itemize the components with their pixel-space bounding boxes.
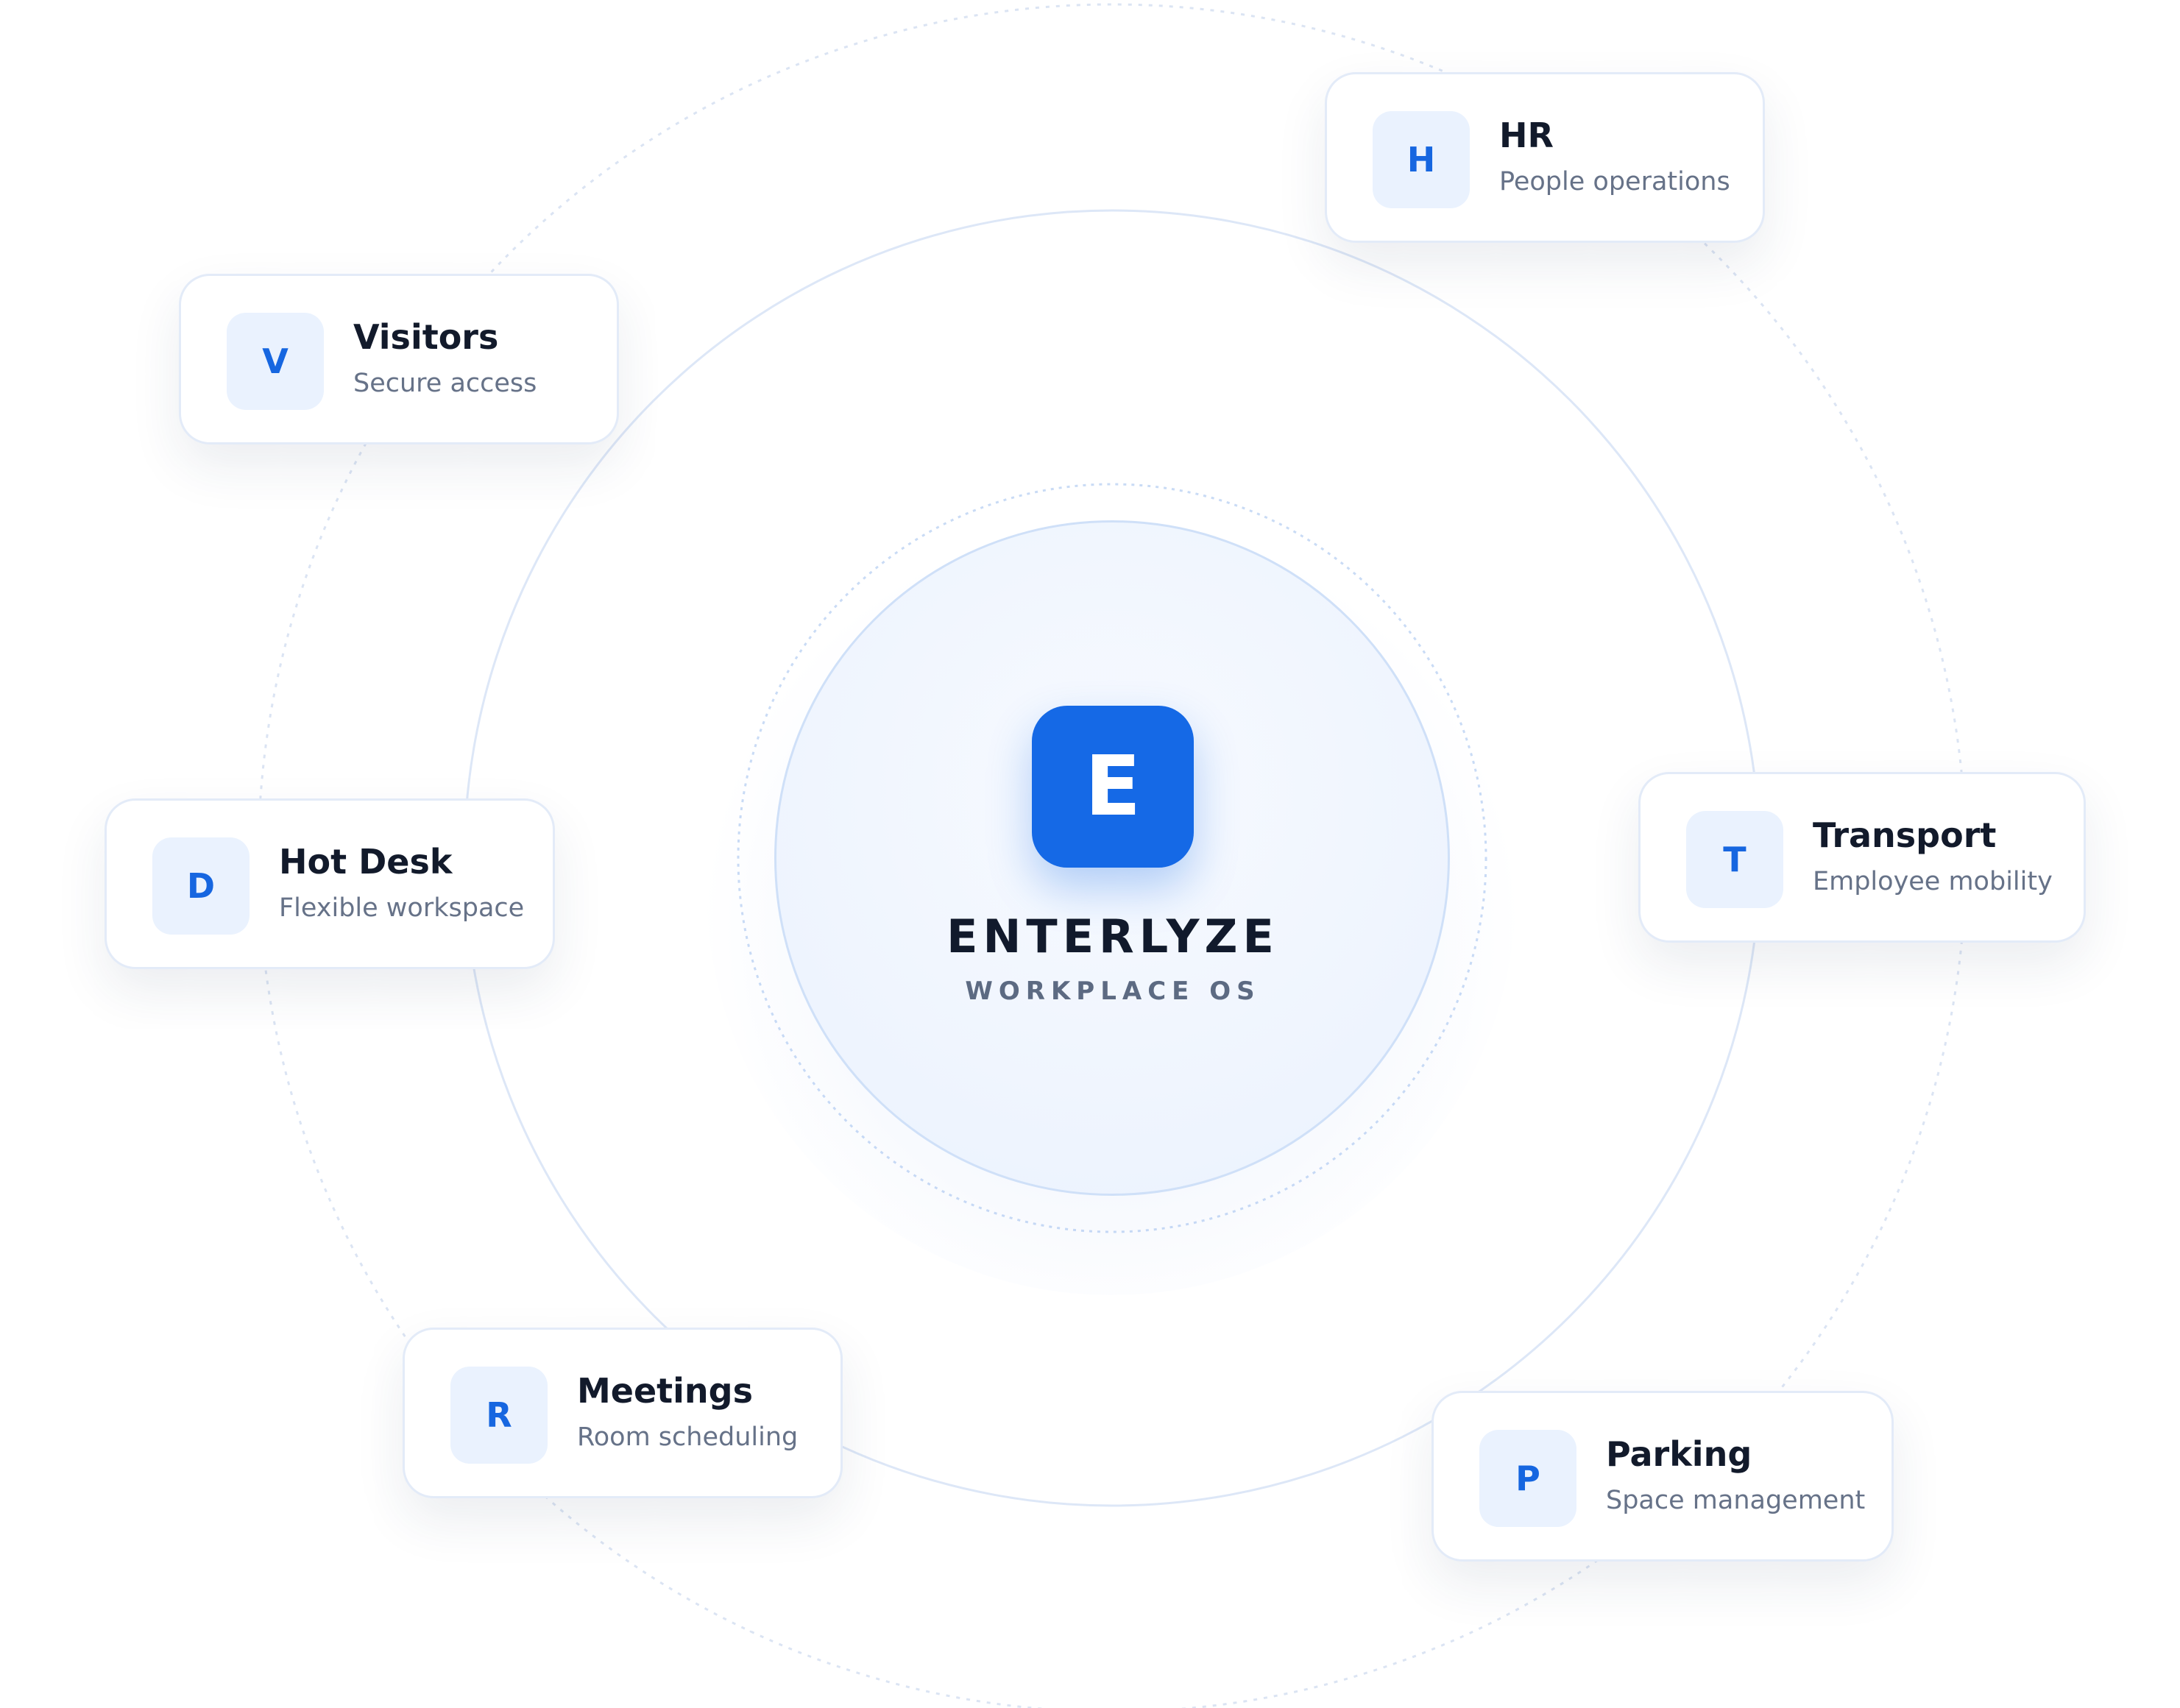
module-title: Parking — [1606, 1434, 1752, 1474]
module-description: Employee mobility — [1813, 867, 2053, 896]
module-description: Flexible workspace — [279, 893, 525, 923]
logo-letter: E — [1084, 739, 1142, 834]
module-card-parking[interactable]: P Parking Space management — [1431, 1391, 1894, 1562]
module-card-visitors[interactable]: V Visitors Secure access — [179, 274, 619, 444]
module-title: Transport — [1813, 815, 1997, 855]
module-card-hot-desk[interactable]: D Hot Desk Flexible workspace — [105, 798, 555, 969]
hr-badge-icon: H — [1373, 111, 1470, 208]
enterlyze-logo-tile: E — [1032, 706, 1194, 868]
module-title: Visitors — [353, 317, 499, 357]
transport-badge-icon: T — [1686, 811, 1783, 908]
module-description: Secure access — [353, 369, 537, 398]
module-description: Room scheduling — [577, 1422, 799, 1452]
module-card-hr[interactable]: H HR People operations — [1325, 72, 1765, 243]
inner-dashed-ring — [737, 483, 1487, 1233]
module-description: People operations — [1499, 167, 1730, 196]
visitors-badge-icon: V — [227, 313, 324, 410]
hot-desk-badge-icon: D — [152, 837, 250, 935]
meetings-badge-icon: R — [450, 1367, 548, 1464]
brand-tagline: WORKPLACE OS — [965, 977, 1261, 1006]
module-card-transport[interactable]: T Transport Employee mobility — [1638, 772, 2086, 943]
module-title: HR — [1499, 116, 1554, 155]
brand-name: ENTERLYZE — [946, 910, 1279, 963]
module-title: Hot Desk — [279, 842, 453, 882]
module-description: Space management — [1606, 1486, 1866, 1515]
module-title: Meetings — [577, 1371, 753, 1411]
module-card-meetings[interactable]: R Meetings Room scheduling — [403, 1328, 843, 1498]
parking-badge-icon: P — [1479, 1430, 1576, 1527]
